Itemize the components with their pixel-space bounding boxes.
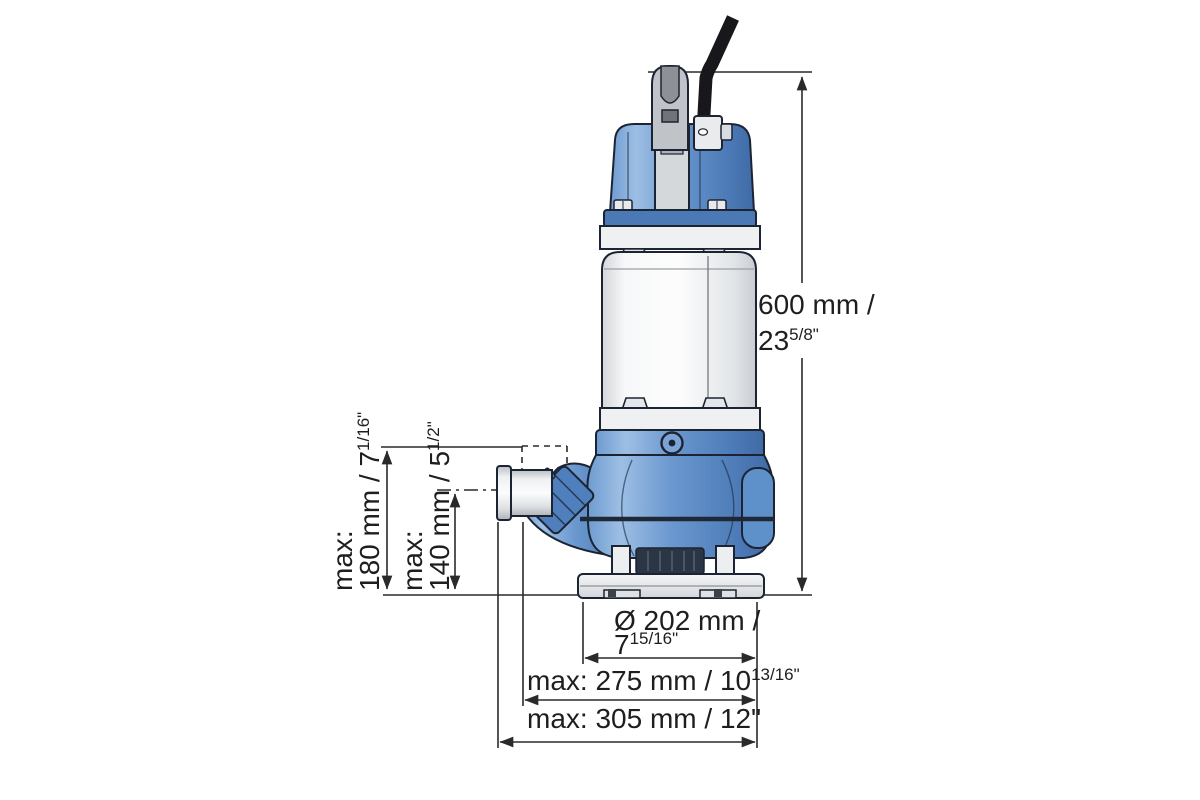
base-clip-right	[714, 589, 722, 597]
dimension-outlet-center-height: max: 140 mm / 51/2"	[397, 421, 461, 591]
width-275-label: max: 275 mm / 1013/16"	[527, 665, 800, 696]
base-stand	[577, 573, 765, 599]
dimension-outlet-max-height: max: 180 mm / 71/16"	[327, 412, 393, 591]
dimension-width-305: max: 305 mm / 12"	[499, 703, 761, 748]
gland-hole	[697, 128, 709, 136]
height-label-metric: 600 mm /	[758, 289, 875, 320]
handle-clevis-notch	[660, 65, 680, 104]
height-label-inch: 235/8"	[758, 325, 819, 356]
oil-plug	[660, 431, 684, 455]
cable-gland	[693, 115, 733, 151]
stator-shell	[601, 251, 757, 413]
base-foot-left	[603, 589, 641, 599]
handle-hole	[661, 109, 679, 123]
dimension-height: 600 mm / 235/8"	[758, 76, 875, 592]
width-305-label: max: 305 mm / 12"	[527, 703, 761, 734]
power-cable	[695, 15, 739, 151]
svg-text:max:: max:	[327, 530, 358, 591]
base-diameter-label-metric: Ø 202 mm /	[614, 605, 760, 636]
gland-bolt	[720, 123, 733, 141]
svg-text:max:: max:	[397, 530, 428, 591]
outlet-max-height-label: max: 180 mm / 71/16"	[327, 412, 385, 591]
alternate-outlet-dashed-outline	[521, 445, 568, 469]
base-diameter-label-inch: 715/16"	[614, 629, 678, 660]
pump-illustration	[496, 15, 775, 599]
dimension-base-diameter: Ø 202 mm / 715/16"	[584, 605, 760, 664]
lifting-handle	[651, 65, 689, 151]
volute-casing	[580, 454, 775, 559]
dimension-width-275: max: 275 mm / 1013/16"	[524, 665, 800, 706]
base-clip-left	[608, 589, 616, 597]
suction-strainer	[635, 547, 705, 575]
outlet-center-height-label: max: 140 mm / 51/2"	[397, 421, 455, 591]
hose-coupling	[496, 465, 553, 521]
volute-side-lobe	[741, 467, 775, 549]
coupling-end-ring	[496, 465, 512, 521]
svg-text:180 mm / 71/16": 180 mm / 71/16"	[354, 412, 385, 591]
svg-text:140 mm / 51/2": 140 mm / 51/2"	[424, 421, 455, 591]
